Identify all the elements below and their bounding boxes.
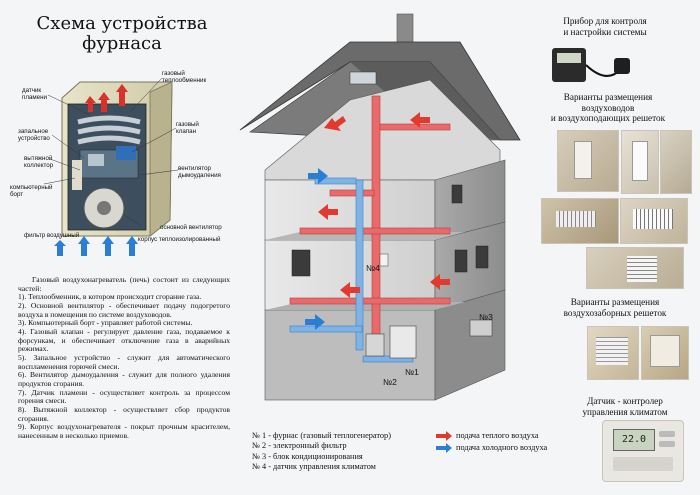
device-heading: Прибор для контроля и настройки системы: [530, 16, 680, 37]
warm-air-arrows: [85, 84, 128, 112]
description-item: 1). Теплообменник, в котором происходит …: [18, 292, 202, 302]
description-intro: Газовый воздухонагреватель (печь) состои…: [18, 275, 230, 293]
description-item: 5). Запальное устройство - служит для ав…: [18, 352, 230, 371]
label-flame-sensor-2: пламени: [22, 94, 47, 101]
label-smoke-fan-2: дымоудаления: [178, 172, 221, 179]
house-illustration: [239, 13, 521, 401]
legend-item: № 2 - электронный фильтр: [252, 441, 347, 451]
ducts-heading: Варианты размещения воздуховодов и возду…: [528, 92, 688, 124]
legend-item: № 3 - блок кондиционирования: [252, 451, 363, 461]
furnace-title-line1: Схема устройства: [36, 13, 208, 34]
device-heading-2: и настройки системы: [563, 26, 647, 37]
label-board-2: борт: [10, 191, 24, 198]
label-flame-sensor: датчик пламени: [22, 87, 47, 101]
intake-heading-2: воздухозаборных решеток: [563, 307, 667, 318]
house-windows: [291, 184, 489, 277]
sensor-heading: Датчик - контролер управления климатом: [560, 396, 690, 417]
label-ignition-1: запальное: [18, 128, 49, 135]
thermostat-image: 22.0: [602, 420, 684, 482]
label-gas-valve-1: газовый: [176, 121, 199, 128]
label-ignition-2: устройство: [18, 135, 50, 142]
sensor-heading-2: управления климатом: [582, 406, 668, 417]
description-item: 3). Компьютерный борт - управляет работо…: [18, 318, 193, 328]
heat-exchanger: [77, 115, 141, 145]
label-n1: №1: [405, 367, 419, 377]
intake-heading-1: Варианты размещения: [570, 297, 660, 307]
legend-arrows: [436, 431, 452, 453]
cold-air-arrows: [54, 236, 138, 256]
label-flame-sensor-1: датчик: [22, 87, 42, 94]
duct-photo-4: [541, 198, 619, 244]
legend-item: № 1 - фурнас (газовый теплогенератор): [252, 431, 391, 440]
warm-arrow-icon: [436, 431, 452, 441]
label-heat-exchanger-1: газовый: [162, 70, 185, 77]
duct-photo-2: [621, 130, 659, 194]
warm-arrows: [318, 112, 450, 298]
furnace-illustration: [43, 77, 179, 256]
intake-heading: Варианты размещения воздухозаборных реше…: [540, 297, 690, 318]
intake-photo-2: [641, 326, 689, 380]
legend-warm: подача теплого воздуха: [456, 431, 539, 440]
control-device-image: [552, 48, 630, 82]
sensor-heading-1: Датчик - контролер: [587, 396, 663, 406]
label-ignition: запальное устройство: [18, 128, 50, 142]
furnace-title: Схема устройства фурнаса: [22, 14, 222, 54]
house-floors: [264, 159, 506, 401]
cold-arrow-icon: [436, 443, 452, 453]
label-exhaust-2: коллектор: [24, 162, 54, 169]
label-main-fan: основной вентилятор: [160, 224, 222, 231]
description-item: 6). Вентилятор дымоудаления - служит для…: [18, 370, 230, 388]
label-computer-board: компьютерный борт: [10, 184, 53, 198]
label-exhaust-collector: вытяжной коллектор: [24, 155, 53, 169]
legend-cold: подача холодного воздуха: [456, 443, 548, 452]
label-n2: №2: [383, 377, 397, 387]
device-heading-1: Прибор для контроля: [563, 16, 647, 26]
label-gas-valve-2: клапан: [176, 128, 197, 135]
thermostat-display: 22.0: [613, 429, 655, 451]
furnace-title-line2: фурнаса: [82, 33, 162, 54]
description-item: 4). Газовый клапан - регулирует давление…: [18, 326, 230, 354]
label-board-1: компьютерный: [10, 184, 53, 191]
duct-photo-3: [660, 130, 692, 194]
furnace-description: Газовый воздухонагреватель (печь) состои…: [18, 275, 230, 440]
duct-photo-6: [586, 247, 684, 289]
label-body: корпус теплоизолированный: [138, 236, 221, 243]
label-heat-exchanger-2: теплообменник: [162, 77, 207, 84]
duct-photo-1: [557, 130, 619, 192]
ducts-heading-2: воздуховодов: [581, 102, 635, 113]
description-item: 2). Основной вентилятор - обеспечивает п…: [18, 300, 230, 319]
intake-photo-1: [587, 326, 639, 380]
duct-photo-5: [620, 198, 688, 244]
label-n3: №3: [479, 312, 493, 322]
house-units: [365, 253, 493, 359]
legend-item: № 4 - датчик управления климатом: [252, 461, 376, 471]
label-exhaust-1: вытяжной: [24, 155, 53, 162]
label-n4: №4: [366, 263, 380, 273]
label-smoke-fan-1: вентилятор: [178, 165, 211, 172]
description-item: 8). Вытяжной коллектор - осуществляет сб…: [18, 404, 230, 423]
ducts-heading-3: и воздухоподающих решеток: [550, 113, 666, 123]
description-item: 9). Корпус воздухонагревателя - покрыт п…: [18, 422, 230, 440]
cold-ducts: [289, 177, 414, 363]
label-gas-valve: газовый клапан: [176, 121, 199, 135]
house-legend: № 1 - фурнас (газовый теплогенератор) № …: [252, 431, 391, 472]
label-heat-exchanger: газовый теплообменник: [162, 70, 206, 84]
label-filter: фильтр воздушный: [24, 232, 80, 239]
description-item: 7). Датчик пламени - осуществляет контро…: [18, 387, 230, 406]
ducts-heading-1: Варианты размещения: [563, 92, 653, 102]
label-smoke-fan: вентилятор дымоудаления: [178, 165, 221, 179]
